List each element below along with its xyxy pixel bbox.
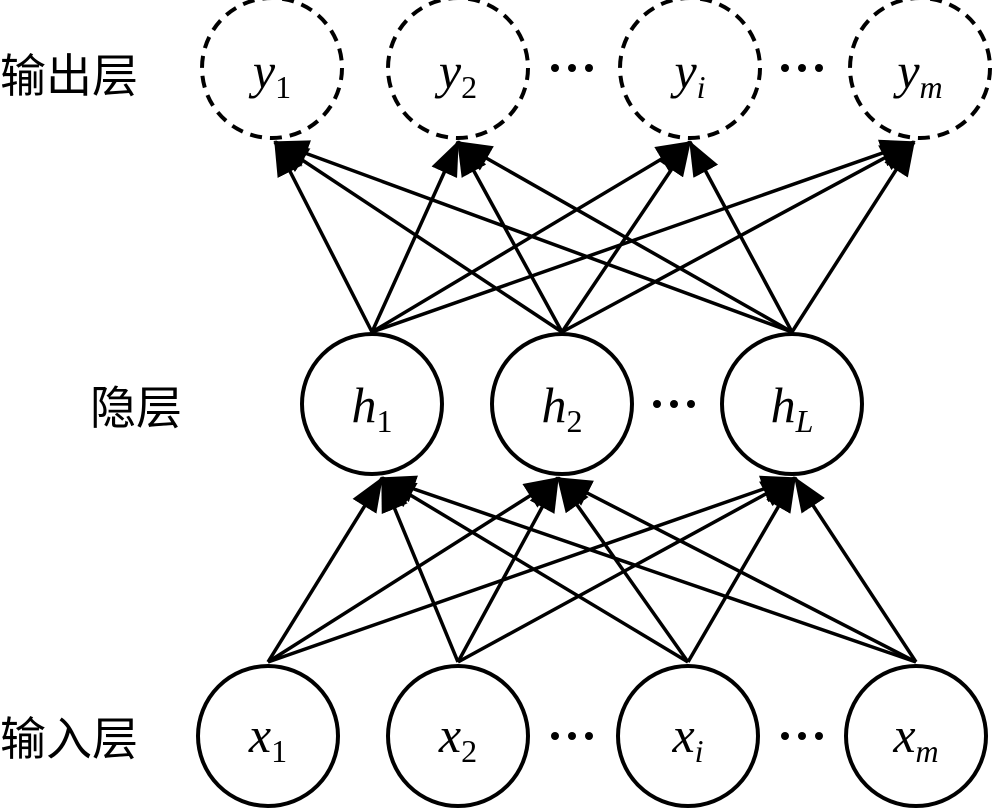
output-node-y1: y1 bbox=[200, 0, 344, 140]
input-node-x1-base: x bbox=[248, 707, 271, 763]
output-node-ym-sub: m bbox=[920, 69, 943, 105]
input-hidden-edge-xi-to-hL bbox=[686, 476, 797, 663]
hidden-layer-label: 隐层 bbox=[90, 381, 182, 435]
svg-text:xi: xi bbox=[671, 707, 703, 769]
input-node-xi-sub: i bbox=[695, 733, 704, 769]
input-node-xm: xm bbox=[844, 664, 988, 808]
input-hidden-edge-xi-to-h1 bbox=[380, 476, 689, 664]
input-hidden-edge-x1-to-h1 bbox=[266, 476, 384, 663]
input-node-x1: x1 bbox=[196, 664, 340, 808]
output-node-ym-base: y bbox=[892, 43, 920, 99]
output-node-y2-sub: 2 bbox=[461, 69, 477, 105]
connection-edges bbox=[266, 139, 918, 664]
svg-text:y1: y1 bbox=[248, 43, 291, 105]
hidden-node-h1-sub: 1 bbox=[377, 403, 393, 439]
svg-text:hL: hL bbox=[771, 377, 814, 439]
input-hidden-edge-xm-to-h1 bbox=[380, 475, 917, 664]
input-node-xi: xi bbox=[616, 664, 760, 808]
svg-text:y2: y2 bbox=[434, 43, 477, 105]
hidden-output-edge-h2-to-y1 bbox=[273, 140, 563, 334]
input-node-x2-base: x bbox=[438, 707, 461, 763]
input-hidden-edge-xi-to-h2 bbox=[556, 476, 690, 664]
input-hidden-edge-xm-to-hL bbox=[793, 476, 918, 663]
svg-text:yi: yi bbox=[669, 43, 705, 105]
svg-text:ym: ym bbox=[892, 43, 942, 105]
hidden-node-h1-base: h bbox=[352, 377, 377, 433]
input-node-x2-sub: 2 bbox=[461, 733, 477, 769]
output-layer-label: 输出层 bbox=[0, 49, 138, 103]
hidden-output-edge-h1-to-y1 bbox=[273, 140, 374, 333]
output-node-yi-base: y bbox=[669, 43, 697, 99]
svg-text:xm: xm bbox=[892, 707, 938, 769]
hidden-output-edge-h1-to-ym bbox=[371, 139, 916, 334]
input-hidden-edge-x1-to-hL bbox=[267, 475, 797, 664]
svg-text:h2: h2 bbox=[542, 377, 583, 439]
input-hidden-edge-xm-to-h2 bbox=[556, 476, 917, 664]
hidden-output-edge-h2-to-ym bbox=[561, 140, 916, 334]
hidden-output-edge-hL-to-ym bbox=[790, 140, 916, 333]
output-node-y1-sub: 1 bbox=[275, 69, 291, 105]
input-node-x2: x2 bbox=[386, 664, 530, 808]
hidden-node-hL-base: h bbox=[771, 377, 796, 433]
hidden-node-h1: h1 bbox=[300, 332, 444, 476]
svg-text:x1: x1 bbox=[248, 707, 287, 769]
hidden-node-h2-sub: 2 bbox=[567, 403, 583, 439]
input-hidden-edge-x1-to-h2 bbox=[267, 476, 560, 664]
svg-text:h1: h1 bbox=[352, 377, 393, 439]
hidden-output-edge-hL-to-yi bbox=[688, 140, 794, 333]
input-hidden-edge-x2-to-h1 bbox=[380, 476, 460, 663]
input-node-xi-base: x bbox=[671, 707, 694, 763]
hidden-node-hL-sub: L bbox=[795, 403, 814, 439]
input-hidden-edge-x2-to-hL bbox=[457, 476, 797, 664]
svg-text:x2: x2 bbox=[438, 707, 477, 769]
output-node-ym: ym bbox=[848, 0, 992, 140]
input-layer-label: 输入层 bbox=[0, 712, 138, 766]
input-node-xm-base: x bbox=[892, 707, 915, 763]
input-node-x1-sub: 1 bbox=[271, 733, 287, 769]
hidden-ellipsis bbox=[653, 400, 695, 408]
hidden-node-h2-base: h bbox=[542, 377, 567, 433]
output-node-y2: y2 bbox=[386, 0, 530, 140]
hidden-output-edge-h2-to-y2 bbox=[456, 140, 564, 333]
output-node-yi: yi bbox=[618, 0, 762, 140]
hidden-output-edge-hL-to-y2 bbox=[456, 140, 793, 334]
output-ellipsis-1 bbox=[551, 64, 593, 72]
hidden-node-hL: hL bbox=[720, 332, 864, 476]
output-node-yi-sub: i bbox=[697, 69, 706, 105]
input-ellipsis-2 bbox=[781, 732, 823, 740]
hidden-node-h2: h2 bbox=[490, 332, 634, 476]
input-node-xm-sub: m bbox=[916, 733, 939, 769]
output-node-y2-base: y bbox=[434, 43, 462, 99]
output-node-y1-base: y bbox=[248, 43, 276, 99]
hidden-output-edge-hL-to-y1 bbox=[273, 140, 793, 334]
input-ellipsis-1 bbox=[551, 732, 593, 740]
input-hidden-edge-x2-to-h2 bbox=[456, 476, 560, 663]
hidden-output-edge-h1-to-y2 bbox=[370, 140, 460, 333]
output-ellipsis-2 bbox=[781, 64, 823, 72]
